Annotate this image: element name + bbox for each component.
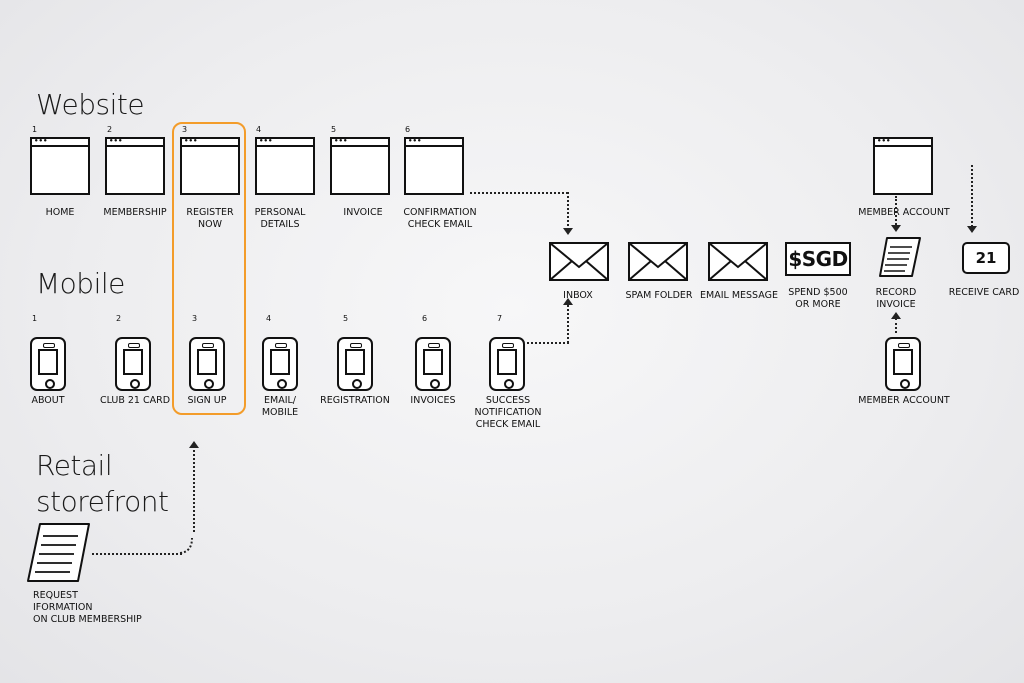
- browser-window-icon[interactable]: •••: [255, 137, 315, 195]
- step-number: 2: [116, 314, 122, 323]
- step-number: 3: [192, 314, 198, 323]
- step-label-email-mobile: EMAIL/ MOBILE: [261, 395, 299, 418]
- connector-line: [527, 342, 569, 344]
- inbox-envelope-icon[interactable]: [549, 242, 611, 282]
- member-account-browser-icon[interactable]: •••: [873, 137, 933, 195]
- mobile-phone-icon[interactable]: [189, 337, 225, 391]
- arrow-up-icon: [563, 298, 573, 305]
- step-label-invoice: INVOICE: [343, 207, 383, 218]
- mobile-phone-icon[interactable]: [262, 337, 298, 391]
- mobile-phone-icon[interactable]: [115, 337, 151, 391]
- browser-window-icon[interactable]: •••: [180, 137, 240, 195]
- connector-line: [895, 196, 897, 228]
- step-number: 1: [32, 314, 38, 323]
- email-message-label: EMAIL MESSAGE: [700, 290, 778, 301]
- step-number: 4: [256, 125, 262, 134]
- retail-section-title: Retail storefront: [36, 449, 169, 518]
- signup-highlight: [172, 122, 246, 415]
- spam-folder-label: SPAM FOLDER: [625, 290, 693, 301]
- retail-receipt-icon: [27, 523, 90, 582]
- step-number: 6: [405, 125, 411, 134]
- step-number: 7: [497, 314, 503, 323]
- step-label-invoices: INVOICES: [410, 395, 456, 406]
- connector-line: [567, 305, 569, 343]
- step-label-personal-details: PERSONAL DETAILS: [254, 207, 306, 230]
- arrow-down-icon: [891, 225, 901, 232]
- spend-label: SPEND $500 OR MORE: [788, 287, 848, 310]
- email-message-envelope-icon[interactable]: [708, 242, 770, 282]
- step-label-home: HOME: [45, 207, 75, 218]
- member-account-mobile-label: MEMBER ACCOUNT: [858, 395, 950, 406]
- arrow-down-icon: [967, 226, 977, 233]
- step-label-club21-card: CLUB 21 CARD: [99, 395, 171, 406]
- member-account-phone-icon[interactable]: [885, 337, 921, 391]
- step-label-membership: MEMBERSHIP: [103, 207, 167, 218]
- browser-window-icon[interactable]: •••: [330, 137, 390, 195]
- currency-sgd-icon: $SGD: [785, 242, 851, 276]
- retail-request-label: REQUEST IFORMATION ON CLUB MEMBERSHIP: [33, 590, 142, 625]
- connector-line: [470, 192, 568, 194]
- step-label-registration: REGISTRATION: [320, 395, 390, 406]
- record-invoice-label: RECORD INVOICE: [875, 287, 917, 310]
- step-number: 2: [107, 125, 113, 134]
- mobile-phone-icon[interactable]: [30, 337, 66, 391]
- mobile-section-title: Mobile: [36, 267, 125, 300]
- club21-card-icon: 21: [962, 242, 1010, 274]
- connector-line: [92, 553, 182, 555]
- browser-window-icon[interactable]: •••: [105, 137, 165, 195]
- arrow-up-icon: [189, 441, 199, 448]
- receipt-icon: [879, 237, 921, 277]
- website-section-title: Website: [36, 88, 145, 121]
- step-label-sign-up: SIGN UP: [187, 395, 227, 406]
- connector-line: [895, 318, 897, 333]
- step-label-register-now: REGISTER NOW: [186, 207, 234, 230]
- arrow-down-icon: [563, 228, 573, 235]
- connector-line: [567, 192, 569, 230]
- step-label-about: ABOUT: [31, 395, 65, 406]
- step-number: 6: [422, 314, 428, 323]
- step-number: 5: [331, 125, 337, 134]
- receive-card-label: RECEIVE CARD: [948, 287, 1020, 298]
- connector-line: [193, 450, 195, 532]
- step-label-confirmation: CONFIRMATION CHECK EMAIL: [403, 207, 477, 230]
- member-account-web-label: MEMBER ACCOUNT: [858, 207, 950, 218]
- step-number: 5: [343, 314, 349, 323]
- inbox-label: INBOX: [563, 290, 593, 301]
- browser-window-icon[interactable]: •••: [30, 137, 90, 195]
- step-number: 1: [32, 125, 38, 134]
- spam-envelope-icon[interactable]: [628, 242, 690, 282]
- mobile-phone-icon[interactable]: [337, 337, 373, 391]
- step-number: 3: [182, 125, 188, 134]
- arrow-up-icon: [891, 312, 901, 319]
- mobile-phone-icon[interactable]: [415, 337, 451, 391]
- connector-curve: [179, 537, 193, 554]
- browser-window-icon[interactable]: •••: [404, 137, 464, 195]
- connector-line: [971, 165, 973, 227]
- mobile-phone-icon[interactable]: [489, 337, 525, 391]
- step-number: 4: [266, 314, 272, 323]
- step-label-success-notification: SUCCESS NOTIFICATION CHECK EMAIL: [474, 395, 542, 430]
